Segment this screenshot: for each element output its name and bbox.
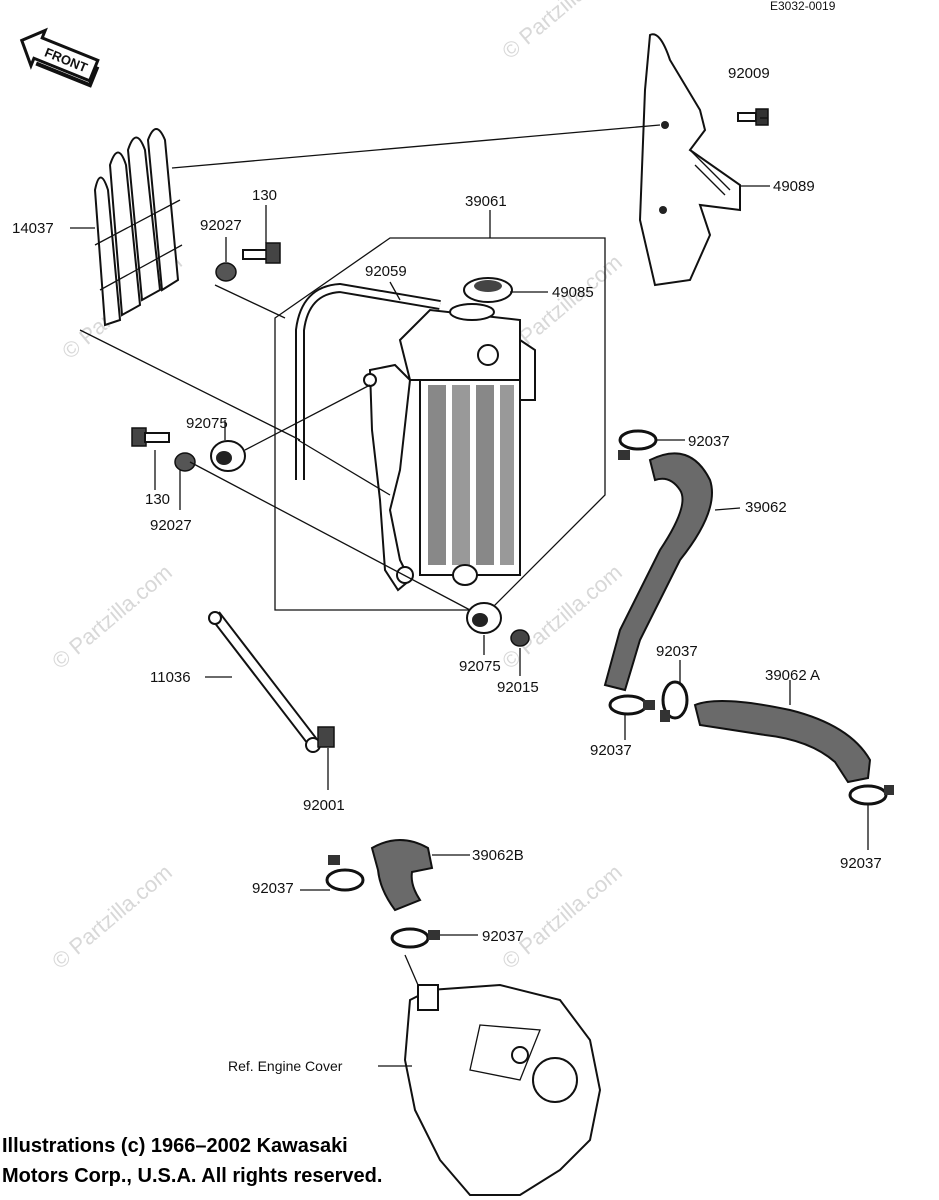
grommet-92075-upper: [210, 440, 246, 472]
label-92037: 92037: [840, 855, 882, 872]
clamp-92037: [618, 429, 658, 460]
watermark: © Partzilla.com: [497, 559, 627, 673]
label-92027: 92027: [200, 217, 242, 234]
radiator-shroud: [638, 33, 741, 287]
label-49085: 49085: [552, 284, 594, 301]
label-92027: 92027: [150, 517, 192, 534]
hose-39062: [603, 452, 713, 692]
clamp-92037: [608, 694, 655, 716]
bolt-92009: [737, 108, 769, 126]
engine-cover: [403, 983, 602, 1196]
clamp-92037: [660, 680, 689, 722]
label-11036: 11036: [150, 669, 191, 686]
collar-92027-upper: [215, 262, 237, 282]
leader-lines: [70, 117, 869, 1067]
label-130: 130: [145, 491, 170, 508]
drawing-code: E3032-0019: [770, 0, 836, 13]
label-39062A: 39062 A: [765, 667, 820, 684]
clamp-92037: [848, 784, 894, 806]
label-92037: 92037: [688, 433, 730, 450]
label-39061: 39061: [465, 193, 507, 210]
label-92015: 92015: [497, 679, 539, 696]
label-39062B: 39062B: [472, 847, 524, 864]
part-labels: 92009 49089 14037 92027 130 39061 92059 …: [12, 65, 882, 1074]
label-49089: 49089: [773, 178, 815, 195]
label-92037: 92037: [656, 643, 698, 660]
caption-line-1: Illustrations (c) 1966–2002 Kawasaki: [2, 1135, 348, 1157]
nut-92015: [510, 629, 530, 647]
hose-39062A: [693, 700, 872, 784]
label-92059: 92059: [365, 263, 407, 280]
watermark: © Partzilla.com: [497, 859, 627, 973]
radiator-guard: [93, 128, 183, 327]
watermark: © Partzilla.com: [47, 559, 177, 673]
watermark: © Partzilla.com: [47, 859, 177, 973]
label-92009: 92009: [728, 65, 770, 82]
copyright-caption: Illustrations (c) 1966–2002 Kawasaki Mot…: [2, 1135, 382, 1187]
label-92037: 92037: [252, 880, 294, 897]
hose-39062B: [370, 839, 434, 912]
label-92075: 92075: [186, 415, 228, 432]
label-92001: 92001: [303, 797, 345, 814]
grommet-92075-lower: [466, 602, 502, 634]
bolt-130-lower: [131, 427, 170, 447]
bolt-92001: [317, 726, 335, 748]
radiator-cap: [463, 277, 513, 303]
label-ref-engine-cover: Ref. Engine Cover: [228, 1058, 343, 1074]
caption-line-2: Motors Corp., U.S.A. All rights reserved…: [2, 1165, 382, 1187]
clamp-92037: [390, 927, 440, 949]
radiator-frame: [274, 237, 606, 611]
label-14037: 14037: [12, 220, 54, 237]
label-92037: 92037: [590, 742, 632, 759]
label-130: 130: [252, 187, 277, 204]
bracket-11036: [208, 611, 321, 753]
clamp-92037: [325, 855, 365, 892]
overflow-tube: [295, 282, 441, 480]
front-arrow: FRONT: [19, 27, 100, 88]
label-39062: 39062: [745, 499, 787, 516]
label-92075: 92075: [459, 658, 501, 675]
radiator-core: [363, 303, 536, 592]
watermark: © Partzilla.com: [497, 0, 627, 64]
label-92037: 92037: [482, 928, 524, 945]
bolt-130-upper: [242, 242, 281, 264]
collar-92027-lower: [174, 452, 196, 472]
